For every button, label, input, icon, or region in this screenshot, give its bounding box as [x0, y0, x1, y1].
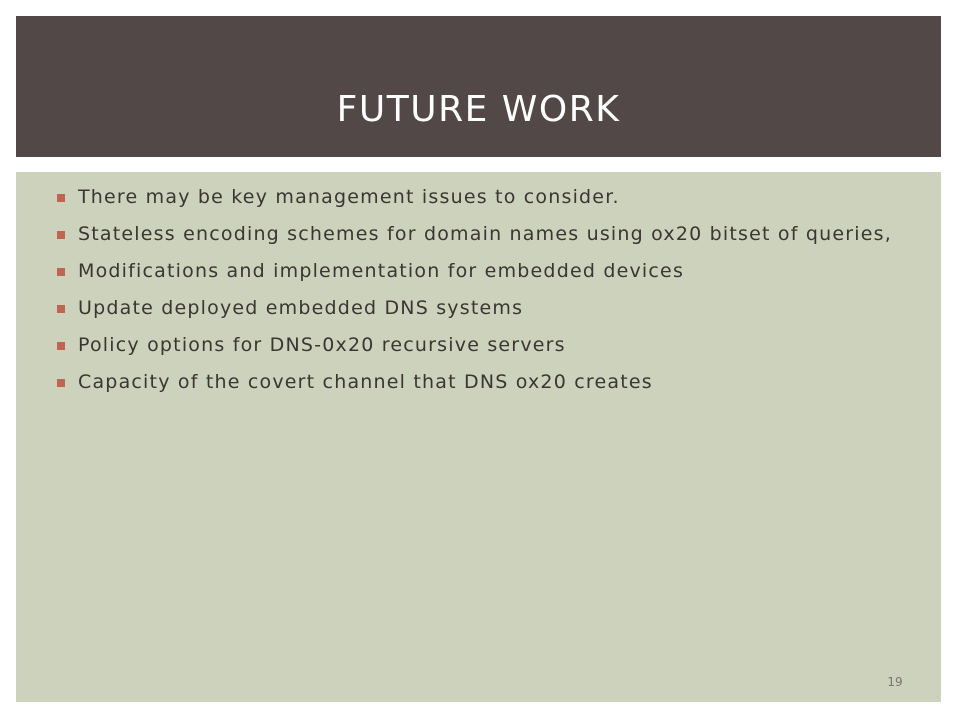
bullet-item: Modifications and implementation for emb…	[56, 259, 916, 284]
bullet-text: Modifications and implementation for emb…	[78, 260, 685, 282]
bullet-item: Capacity of the covert channel that DNS …	[56, 370, 916, 395]
square-bullet-icon	[57, 194, 65, 202]
title-band: FUTURE WORK	[16, 16, 941, 157]
bullet-item: Update deployed embedded DNS systems	[56, 296, 916, 321]
bullet-item: There may be key management issues to co…	[56, 185, 916, 210]
bullet-item: Stateless encoding schemes for domain na…	[56, 222, 916, 247]
bullet-text: Update deployed embedded DNS systems	[78, 297, 524, 319]
square-bullet-icon	[57, 268, 65, 276]
page-number: 19	[887, 675, 903, 689]
square-bullet-icon	[57, 342, 65, 350]
square-bullet-icon	[57, 231, 65, 239]
bullet-item: Policy options for DNS-0x20 recursive se…	[56, 333, 916, 358]
content-area	[16, 172, 941, 702]
bullet-text: Stateless encoding schemes for domain na…	[78, 223, 892, 245]
slide-title: FUTURE WORK	[336, 89, 621, 130]
bullet-text: There may be key management issues to co…	[78, 186, 620, 208]
bullet-text: Capacity of the covert channel that DNS …	[78, 371, 653, 393]
square-bullet-icon	[57, 305, 65, 313]
bullet-text: Policy options for DNS-0x20 recursive se…	[78, 334, 566, 356]
bullet-list: There may be key management issues to co…	[56, 185, 916, 407]
square-bullet-icon	[57, 379, 65, 387]
